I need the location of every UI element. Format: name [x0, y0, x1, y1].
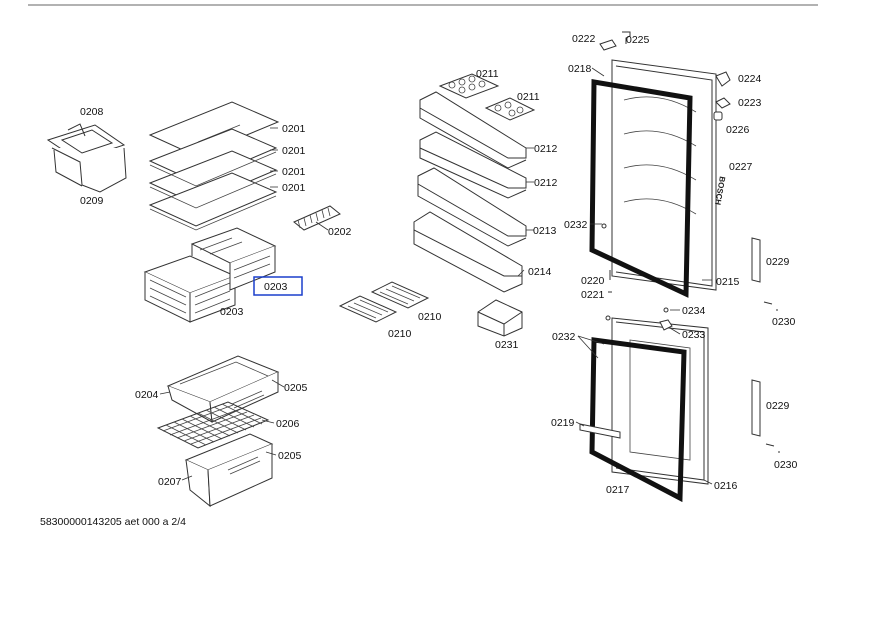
label-0212: 0212	[534, 177, 558, 189]
part-0206-grid	[156, 401, 270, 449]
label-0218: 0218	[568, 63, 592, 75]
document-code: 58300000143205 aet 000 a 2/4	[40, 516, 186, 528]
label-0229: 0229	[766, 256, 790, 268]
label-0222: 0222	[572, 33, 596, 45]
part-0213-door-shelf	[417, 167, 527, 247]
label-0211: 0211	[517, 91, 540, 103]
label-0232: 0232	[564, 219, 588, 231]
part-0231-butter-box	[477, 299, 523, 337]
label-0214: 0214	[528, 266, 552, 278]
part-0218-upper-gasket	[589, 79, 693, 298]
part-0217-lower-gasket	[589, 337, 687, 503]
label-0230: 0230	[774, 459, 798, 471]
part-0202-rack	[293, 205, 341, 231]
label-0210: 0210	[388, 328, 412, 340]
part-0201-glass-shelves	[148, 101, 280, 231]
highlight-box-0203[interactable]	[253, 276, 303, 296]
label-0205: 0205	[284, 382, 308, 394]
part-0214-bottle-shelf	[413, 211, 523, 293]
label-0204: 0204	[135, 389, 159, 401]
label-0229: 0229	[766, 400, 790, 412]
label-0208: 0208	[80, 106, 104, 118]
label-0220: 0220	[581, 275, 605, 287]
label-0201: 0201	[282, 166, 306, 178]
part-0208-0209-bin	[46, 123, 127, 193]
leader-lines	[159, 67, 713, 485]
label-0234: 0234	[682, 305, 706, 317]
label-0230: 0230	[772, 316, 796, 328]
label-0201: 0201	[282, 145, 306, 157]
label-0210: 0210	[418, 311, 442, 323]
label-0217: 0217	[606, 484, 630, 496]
label-0201: 0201	[282, 182, 306, 194]
label-0216: 0216	[714, 480, 738, 492]
label-0203: 0203	[220, 306, 244, 318]
part-0207-drawer	[184, 433, 274, 508]
label-0202: 0202	[328, 226, 352, 238]
label-0224: 0224	[738, 73, 762, 85]
label-0225: 0225	[626, 34, 650, 46]
label-0212: 0212	[534, 143, 558, 155]
label-0213: 0213	[533, 225, 557, 237]
label-0207: 0207	[158, 476, 182, 488]
label-0206: 0206	[276, 418, 300, 430]
label-0219: 0219	[551, 417, 575, 429]
part-0211-egg-trays	[438, 73, 536, 121]
label-0231: 0231	[495, 339, 519, 351]
label-0203-highlighted[interactable]: 0203	[264, 281, 288, 293]
part-0210-ice-trays	[338, 281, 430, 323]
label-0221: 0221	[581, 289, 605, 301]
label-0233: 0233	[682, 329, 706, 341]
label-0227: 0227	[729, 161, 753, 173]
part-0203-baskets	[143, 227, 277, 323]
label-0226: 0226	[726, 124, 750, 136]
label-0211: 0211	[476, 68, 499, 80]
label-0232: 0232	[552, 331, 576, 343]
label-0201: 0201	[282, 123, 306, 135]
label-0223: 0223	[738, 97, 762, 109]
part-labels: 0208 0209 0201 0201 0201 0201 0202 0203 …	[80, 33, 798, 496]
part-0219-handle-strip	[579, 423, 621, 439]
part-0204-drawer	[166, 355, 280, 423]
small-hardware	[599, 31, 780, 453]
label-0205: 0205	[278, 450, 302, 462]
part-0212-door-shelves	[419, 91, 527, 199]
label-0209: 0209	[80, 195, 104, 207]
label-0215: 0215	[716, 276, 740, 288]
